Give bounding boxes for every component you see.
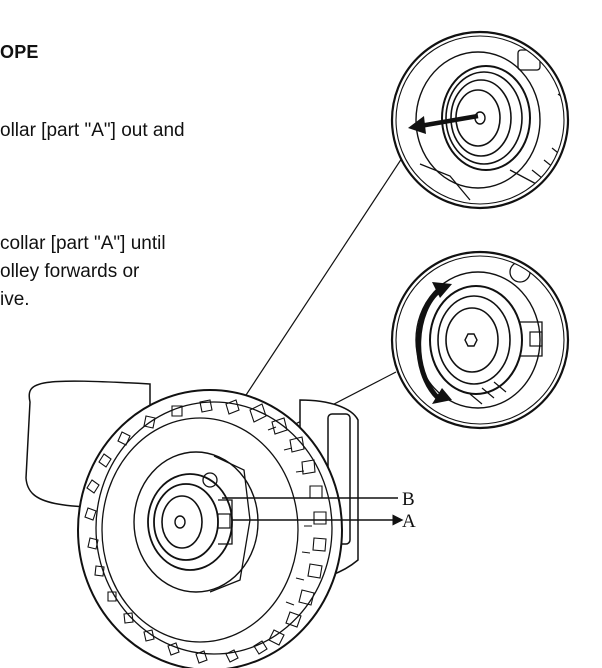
section-heading: OPE bbox=[0, 42, 39, 62]
instruction-step-2: collar [part "A"] until olley forwards o… bbox=[0, 230, 166, 314]
callout-label-b: B bbox=[402, 489, 415, 510]
instruction-line: collar [part "A"] until bbox=[0, 233, 166, 254]
zoom-detail-pull-out bbox=[390, 30, 570, 210]
rotate-arrow bbox=[416, 288, 442, 400]
pull-arrow-head bbox=[408, 116, 426, 134]
instruction-line: olley forwards or bbox=[0, 261, 140, 282]
callout-leaders bbox=[222, 497, 404, 526]
instruction-line: ive. bbox=[0, 289, 30, 310]
tire-tread bbox=[84, 399, 327, 664]
instruction-line: ollar [part "A"] out and bbox=[0, 120, 185, 141]
zoom-detail-rotate bbox=[390, 250, 570, 430]
instruction-step-1: ollar [part "A"] out and bbox=[0, 117, 185, 145]
pull-arrow bbox=[419, 113, 479, 129]
rotate-arrow-head-top bbox=[432, 282, 452, 298]
rotate-arrow-head-bottom bbox=[432, 388, 452, 404]
wheel-hub bbox=[133, 451, 259, 593]
callout-label-a: A bbox=[402, 511, 416, 532]
